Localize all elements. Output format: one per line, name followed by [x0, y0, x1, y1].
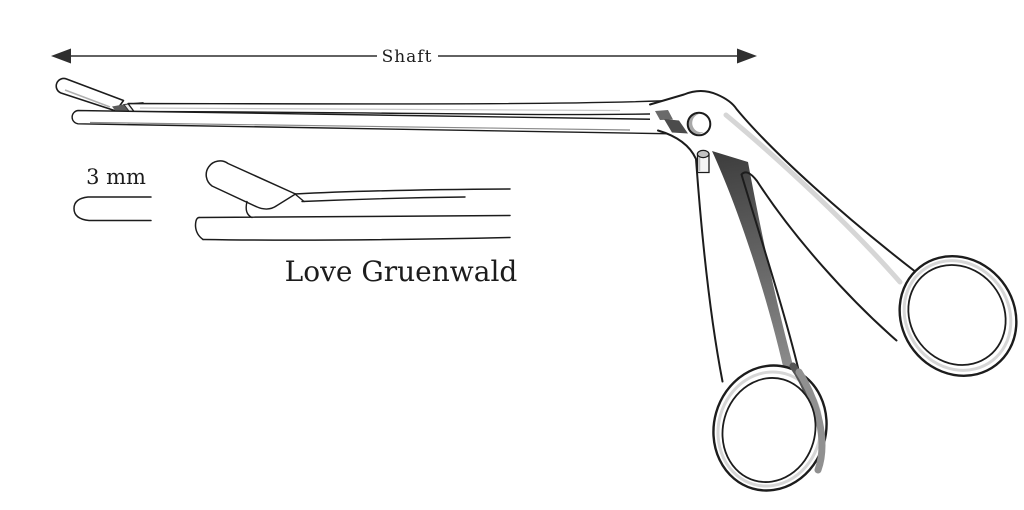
- upper-ring-shading: [902, 259, 1013, 372]
- spring-post-top: [696, 149, 710, 159]
- handle-body: [650, 91, 935, 402]
- hinge-pin: [686, 111, 712, 137]
- upper-finger-ring: [898, 255, 1018, 377]
- detail-upper-bar-bottom: [301, 196, 466, 203]
- hinge-pin-outline: [686, 111, 712, 137]
- lower-finger-ring: [712, 362, 828, 492]
- handle-inner-outline: [740, 171, 898, 381]
- tip-profile-outline: [73, 196, 152, 222]
- upper-handle-shading: [723, 112, 903, 285]
- detail-upper-bar-top: [294, 188, 511, 195]
- detail-lower-bar-cap: [194, 216, 204, 241]
- detail-joint-line: [294, 193, 305, 203]
- shaft-upper-bar-shading: [139, 107, 621, 112]
- lower-ring-stripe: [795, 368, 826, 474]
- upper-jaw: [55, 77, 125, 112]
- shaft-label: Shaft: [382, 47, 433, 67]
- detail-upper-jaw-outline: [205, 160, 297, 208]
- detail-lower-bar-top: [198, 214, 511, 219]
- left-arrowhead-icon: [51, 48, 71, 64]
- jaw-detail-drawing: Love Gruenwald: [194, 160, 518, 288]
- handle-outer-outline: [649, 90, 916, 272]
- upper-ring-inner: [907, 264, 1007, 366]
- main-instrument: [55, 77, 1018, 492]
- handle-shading-stripe: [712, 151, 797, 384]
- jaw-width-label: 3 mm: [86, 165, 146, 189]
- instrument-name-label: Love Gruenwald: [285, 255, 518, 288]
- hinge-pin-face: [692, 113, 711, 133]
- lower-bar-end-notch: [664, 119, 688, 134]
- detail-lower-bar-bottom: [202, 236, 511, 241]
- shaft-lower-bar-shading: [89, 121, 631, 131]
- shaft-dimension-arrow: Shaft: [51, 47, 757, 67]
- lower-handle-left-outline: [657, 129, 724, 383]
- upper-jaw-shading: [64, 89, 111, 108]
- upper-bar-end-notch: [655, 110, 673, 120]
- lower-ring-inner: [721, 377, 817, 483]
- tip-profile-detail: 3 mm: [73, 165, 152, 222]
- right-arrowhead-icon: [737, 48, 757, 64]
- detail-jaw-heel: [255, 193, 297, 210]
